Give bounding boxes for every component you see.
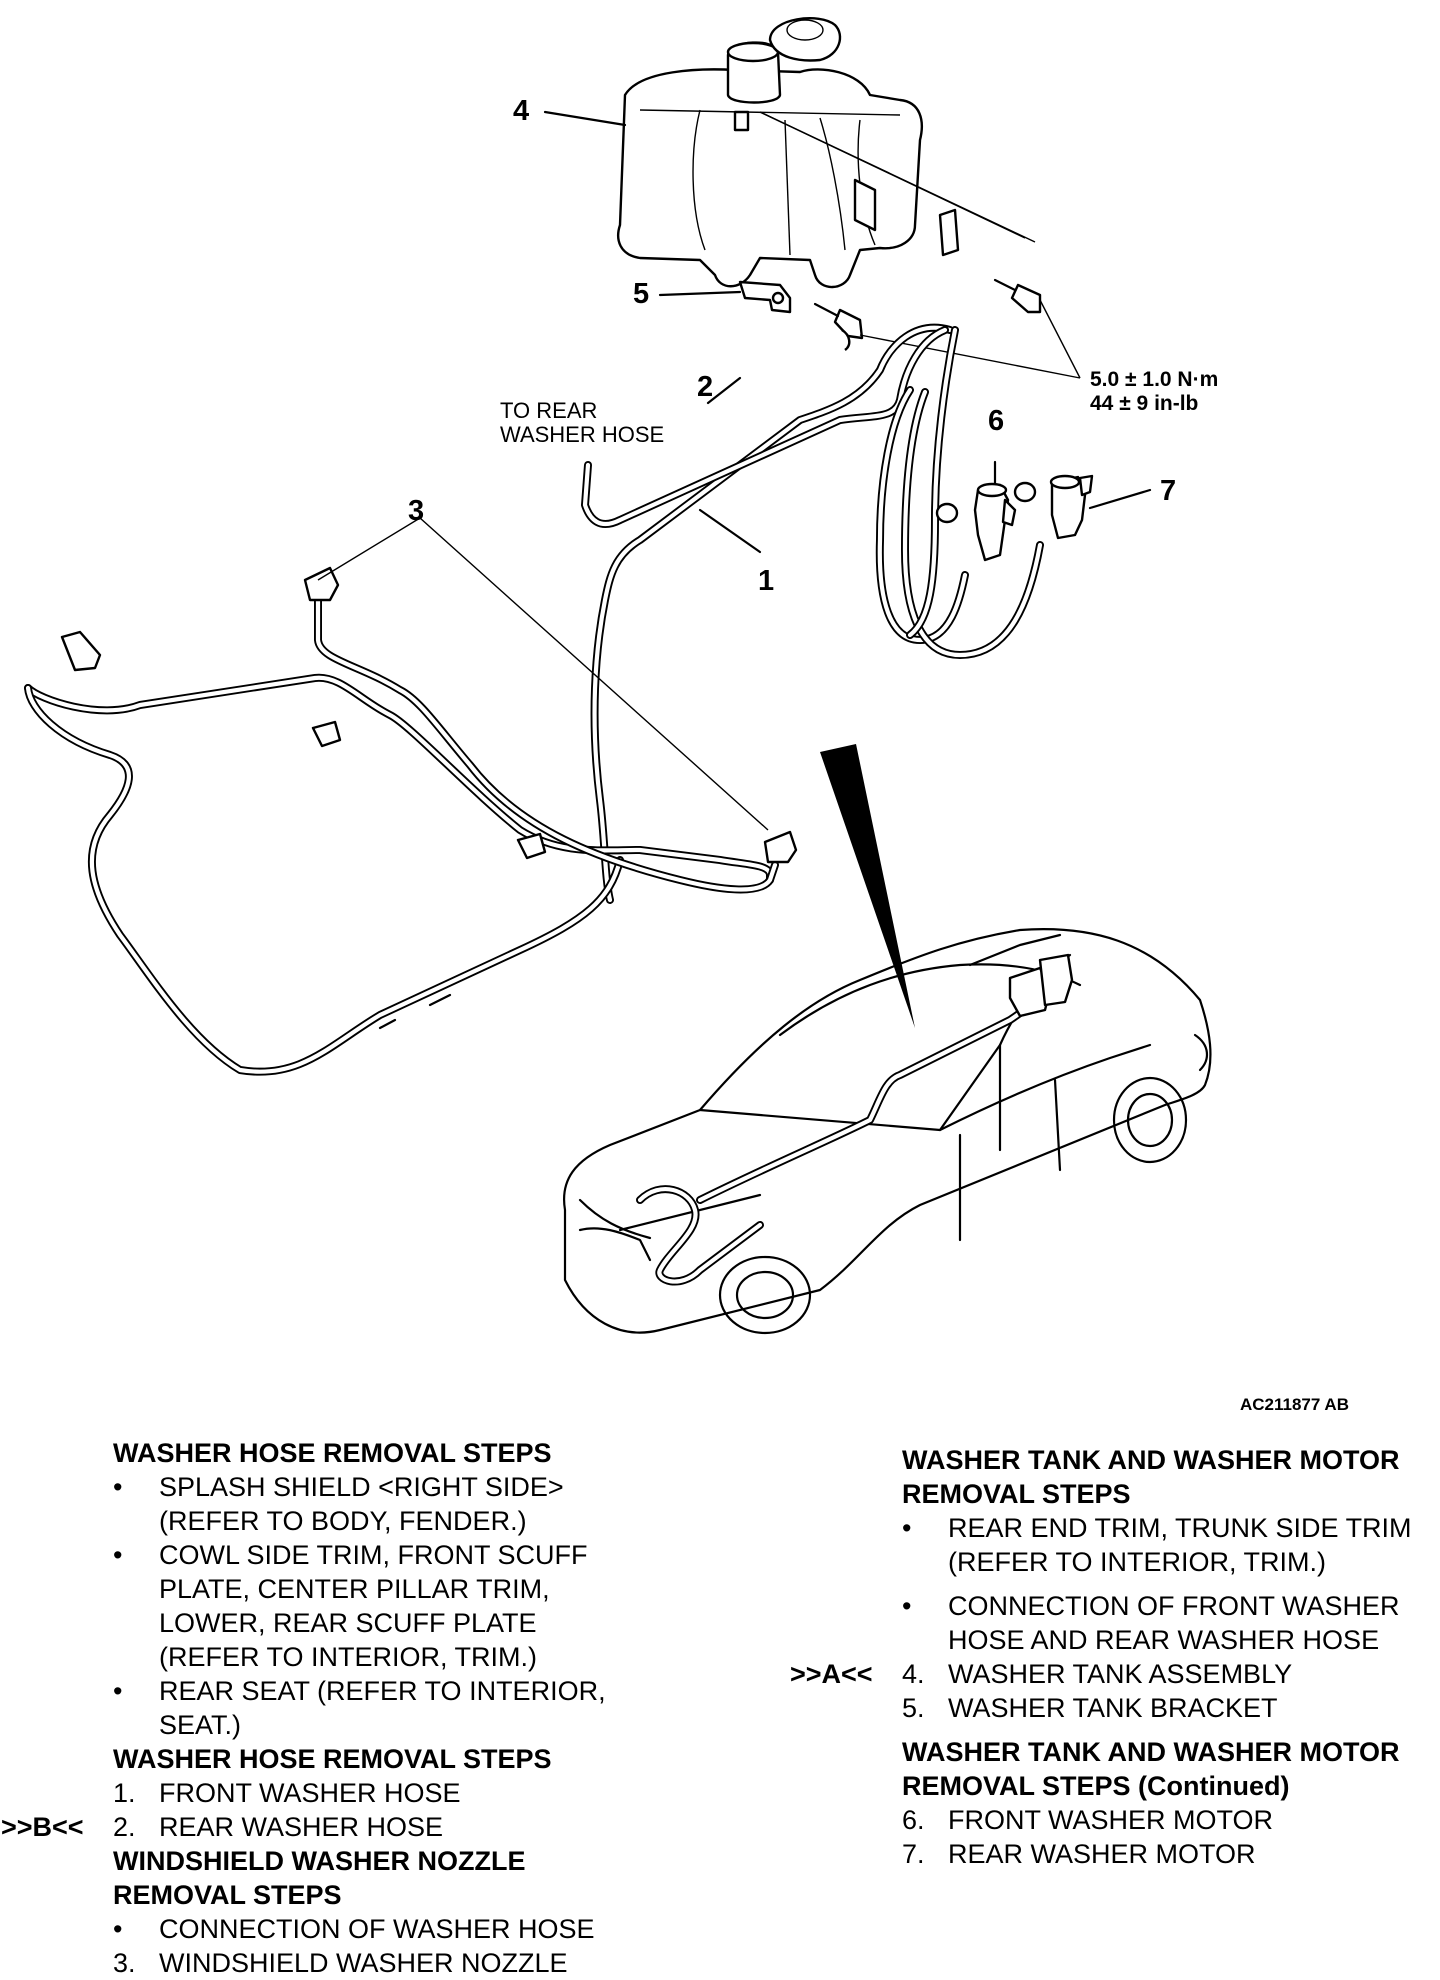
car-illustration — [563, 928, 1212, 1335]
step-text: REAR SEAT (REFER TO INTERIOR, SEAT.) — [159, 1676, 606, 1740]
step-text: FRONT WASHER MOTOR — [948, 1805, 1274, 1835]
step-text: REAR WASHER HOSE — [159, 1812, 444, 1842]
step-number: 1. — [113, 1778, 136, 1808]
callout-leader-2 — [706, 376, 742, 405]
list-item: 1. FRONT WASHER HOSE — [113, 1776, 633, 1810]
bullet-icon: • — [902, 1591, 912, 1621]
windshield-washer-nozzle — [303, 566, 798, 864]
section-title: WASHER TANK AND WASHER MOTOR REMOVAL STE… — [902, 1737, 1400, 1801]
list-item: • REAR SEAT (REFER TO INTERIOR, SEAT.) — [113, 1674, 633, 1742]
callout-4: 4 — [513, 95, 529, 127]
list-item: >>B<< 2. REAR WASHER HOSE — [1, 1810, 633, 1844]
bullet-icon: • — [113, 1472, 123, 1502]
motor-hose-loop — [875, 326, 1044, 659]
callout-2: 2 — [697, 371, 713, 403]
front-washer-hose — [590, 323, 954, 904]
callout-3: 3 — [408, 495, 424, 527]
bullet-icon: • — [902, 1513, 912, 1543]
bolt-icon — [813, 302, 864, 351]
left-steps-column: WASHER HOSE REMOVAL STEPS • SPLASH SHIEL… — [1, 1436, 633, 1980]
hose-clip-icon — [60, 630, 547, 860]
list-item: 5. WASHER TANK BRACKET — [902, 1691, 1422, 1725]
callout-leader-7 — [1088, 488, 1152, 510]
rear-hose-note-line1: TO REAR — [500, 398, 597, 423]
location-pointer — [820, 744, 915, 1028]
list-item: 6. FRONT WASHER MOTOR — [902, 1803, 1422, 1837]
callout-6: 6 — [988, 405, 1004, 437]
rear-washer-motor — [1049, 474, 1094, 540]
rear-hose-note-line2: WASHER HOSE — [500, 422, 664, 447]
step-number: 5. — [902, 1693, 925, 1723]
list-item: • CONNECTION OF FRONT WASHER HOSE AND RE… — [902, 1589, 1422, 1657]
step-text: CONNECTION OF WASHER HOSE — [159, 1914, 595, 1944]
section-title: WASHER HOSE REMOVAL STEPS — [113, 1744, 552, 1774]
list-item: 7. REAR WASHER MOTOR — [902, 1837, 1422, 1871]
service-point-marker: >>A<< — [790, 1659, 873, 1689]
step-number: 6. — [902, 1805, 925, 1835]
step-number: 7. — [902, 1839, 925, 1869]
right-steps-column: WASHER TANK AND WASHER MOTOR REMOVAL STE… — [790, 1443, 1422, 1871]
section-title: WASHER HOSE REMOVAL STEPS — [113, 1438, 552, 1468]
step-text: WINDSHIELD WASHER NOZZLE — [159, 1948, 568, 1978]
list-item: 3. WINDSHIELD WASHER NOZZLE — [113, 1946, 633, 1980]
torque-leader — [1039, 299, 1081, 379]
washer-tank-bracket — [738, 280, 792, 314]
washer-tank-assembly — [617, 17, 960, 289]
step-text: COWL SIDE TRIM, FRONT SCUFF PLATE, CENTE… — [159, 1540, 588, 1672]
bullet-icon: • — [113, 1540, 123, 1570]
figure-id: AC211877 AB — [1240, 1395, 1349, 1414]
step-text: FRONT WASHER HOSE — [159, 1778, 461, 1808]
step-text: REAR END TRIM, TRUNK SIDE TRIM (REFER TO… — [948, 1513, 1412, 1577]
callout-5: 5 — [633, 278, 649, 310]
service-point-marker: >>B<< — [1, 1812, 84, 1842]
step-number: 2. — [113, 1812, 136, 1842]
torque-spec-inlb: 44 ± 9 in-lb — [1090, 392, 1198, 415]
step-text: REAR WASHER MOTOR — [948, 1839, 1256, 1869]
step-text: WASHER TANK ASSEMBLY — [948, 1659, 1293, 1689]
callout-7: 7 — [1160, 475, 1176, 507]
step-text: CONNECTION OF FRONT WASHER HOSE AND REAR… — [948, 1591, 1400, 1655]
callout-leader-4 — [543, 110, 627, 127]
callout-leader-5 — [658, 290, 742, 297]
step-number: 3. — [113, 1948, 136, 1978]
callout-leader-1 — [698, 508, 762, 554]
step-text: SPLASH SHIELD <RIGHT SIDE> (REFER TO BOD… — [159, 1472, 564, 1536]
section-title: WINDSHIELD WASHER NOZZLE REMOVAL STEPS — [113, 1846, 526, 1910]
callout-leader-3 — [317, 517, 769, 831]
step-text: WASHER TANK BRACKET — [948, 1693, 1278, 1723]
rear-hose-run — [24, 591, 779, 1076]
list-item: >>A<< 4. WASHER TANK ASSEMBLY — [790, 1657, 1422, 1691]
torque-leader — [859, 334, 1081, 379]
bolt-icon — [993, 278, 1042, 314]
torque-spec-nm: 5.0 ± 1.0 N·m — [1090, 368, 1218, 391]
list-item: • CONNECTION OF WASHER HOSE — [113, 1912, 633, 1946]
washer-system-diagram: 4 5 5.0 ± 1.0 N·m 44 ± 9 in-lb 2 1 T — [24, 17, 1349, 1414]
leader-line — [759, 111, 1026, 239]
front-washer-motor — [935, 481, 1037, 562]
list-item: • SPLASH SHIELD <RIGHT SIDE> (REFER TO B… — [113, 1470, 633, 1538]
bullet-icon: • — [113, 1676, 123, 1706]
step-number: 4. — [902, 1659, 925, 1689]
rear-washer-hose — [581, 326, 949, 528]
list-item: • REAR END TRIM, TRUNK SIDE TRIM (REFER … — [902, 1511, 1422, 1579]
callout-1: 1 — [758, 565, 774, 597]
bullet-icon: • — [113, 1914, 123, 1944]
list-item: • COWL SIDE TRIM, FRONT SCUFF PLATE, CEN… — [113, 1538, 633, 1674]
section-title: WASHER TANK AND WASHER MOTOR REMOVAL STE… — [902, 1445, 1400, 1509]
